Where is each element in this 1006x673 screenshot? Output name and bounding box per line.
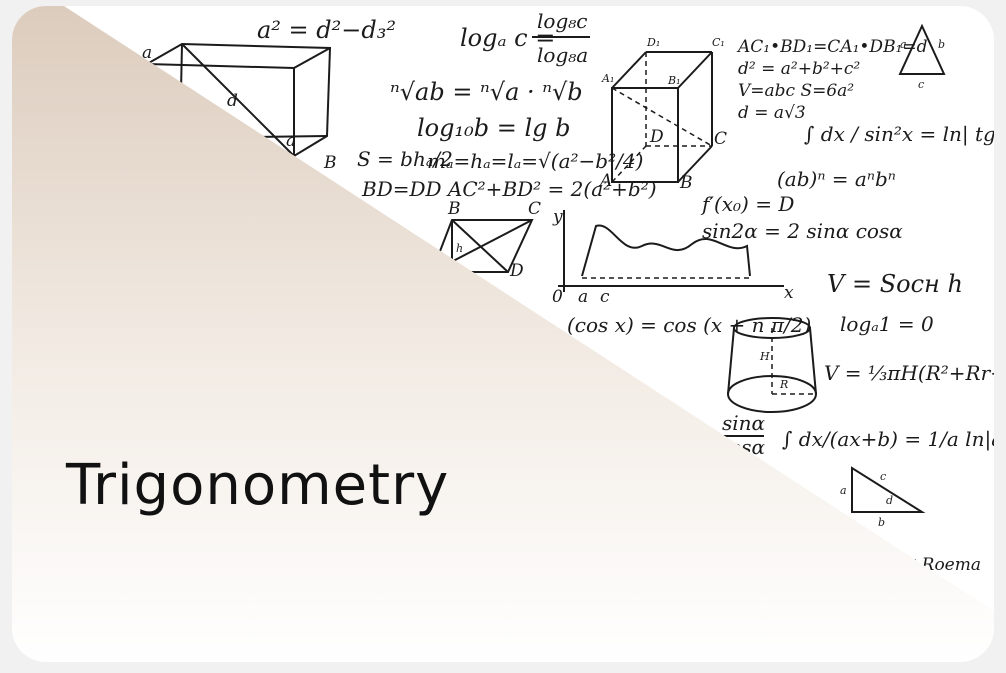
svg-text:sinα: sinα: [722, 411, 766, 435]
svg-text:V=abc S=6a²: V=abc S=6a²: [738, 81, 854, 101]
svg-text:D₁: D₁: [646, 36, 660, 49]
svg-text:B: B: [679, 173, 693, 193]
svg-text:d² = a²+b²+c²: d² = a²+b²+c²: [738, 59, 860, 79]
svg-text:V = ⅓πH(R²+Rr+r²): V = ⅓πH(R²+Rr+r²): [824, 361, 994, 385]
card-title: Trigonometry: [66, 453, 450, 518]
svg-text:ⁿ√ab = ⁿ√a · ⁿ√b: ⁿ√ab = ⁿ√a · ⁿ√b: [390, 78, 583, 106]
svg-text:d = a√3: d = a√3: [738, 103, 806, 123]
svg-text:b: b: [878, 516, 885, 529]
svg-text:a: a: [840, 484, 847, 497]
svg-text:AC₁•BD₁=CA₁•DB₁=d: AC₁•BD₁=CA₁•DB₁=d: [736, 37, 928, 57]
svg-text:sin2α = 2 sinα cosα: sin2α = 2 sinα cosα: [702, 219, 903, 243]
svg-text:a: a: [286, 131, 296, 151]
svg-text:a: a: [900, 38, 907, 51]
svg-text:A: A: [598, 171, 612, 191]
svg-text:d: d: [227, 91, 238, 111]
svg-text:mₐ=hₐ=lₐ=√(a²−b²/4): mₐ=hₐ=lₐ=√(a²−b²/4): [427, 149, 643, 173]
svg-text:a² = d²−d₃²: a² = d²−d₃²: [257, 16, 396, 44]
svg-text:(cos x) = cos (x + n π/2): (cos x) = cos (x + n π/2): [567, 313, 811, 337]
svg-text:c: c: [880, 470, 886, 483]
svg-text:D: D: [649, 127, 664, 147]
svg-text:y: y: [552, 207, 563, 227]
cube-sketch: D₁ C₁ A₁ B₁ D C A B: [598, 36, 727, 193]
svg-text:c: c: [600, 287, 610, 307]
right-triangle-sketch: a c b d: [840, 466, 926, 529]
svg-text:C: C: [714, 129, 727, 149]
svg-text:d: d: [886, 494, 893, 507]
svg-text:R: R: [779, 378, 788, 391]
svg-text:a: a: [142, 43, 152, 63]
trigonometry-card[interactable]: a d a B a² = d²−d₃² logₐ c = log₈c log₈a…: [12, 6, 994, 662]
function-graph-sketch: y 0 a c x: [552, 207, 794, 307]
beige-gradient-overlay: [12, 6, 994, 662]
svg-text:log₈c: log₈c: [537, 9, 587, 33]
svg-text:V = Sосн h: V = Sосн h: [827, 270, 963, 298]
svg-text:h: h: [456, 242, 463, 255]
svg-text:log₈a: log₈a: [537, 43, 588, 67]
svg-text:f′(x₀) = D: f′(x₀) = D: [700, 192, 794, 216]
svg-text:H: H: [759, 350, 770, 363]
svg-text:(ab)ⁿ = aⁿbⁿ: (ab)ⁿ = aⁿbⁿ: [777, 167, 896, 191]
svg-text:∫ dx / sin²x = ln| tg x/2 | +: ∫ dx / sin²x = ln| tg x/2 | + C: [804, 122, 994, 147]
svg-text:A₁: A₁: [601, 72, 614, 85]
svg-text:b: b: [938, 38, 945, 51]
svg-text:x: x: [784, 283, 794, 303]
svg-text:BD=DD AC²+BD² = 2(a²+b²): BD=DD AC²+BD² = 2(a²+b²): [361, 177, 657, 201]
svg-text:log₁₀b = lg b: log₁₀b = lg b: [417, 114, 571, 142]
svg-text:C: C: [528, 199, 541, 219]
svg-text:B: B: [447, 199, 461, 219]
svg-text:∫ dx/(ax+b) = 1/a ln|ax+b| + C: ∫ dx/(ax+b) = 1/a ln|ax+b| + C: [782, 427, 994, 452]
svg-text:C₁: C₁: [712, 36, 725, 49]
svg-text:0: 0: [552, 287, 563, 307]
svg-text:logₐ1 = 0: logₐ1 = 0: [840, 312, 934, 336]
svg-text:B: B: [323, 153, 337, 173]
svg-text:c: c: [918, 78, 924, 91]
triangle-sketch: a b c: [898, 23, 946, 91]
svg-text:D: D: [509, 261, 524, 281]
truncated-cone-sketch: H R: [727, 317, 817, 413]
svg-text:a: a: [578, 287, 588, 307]
svg-text:S = bhₐ/2: S = bhₐ/2: [357, 147, 453, 171]
svg-text:B₁: B₁: [667, 74, 681, 87]
